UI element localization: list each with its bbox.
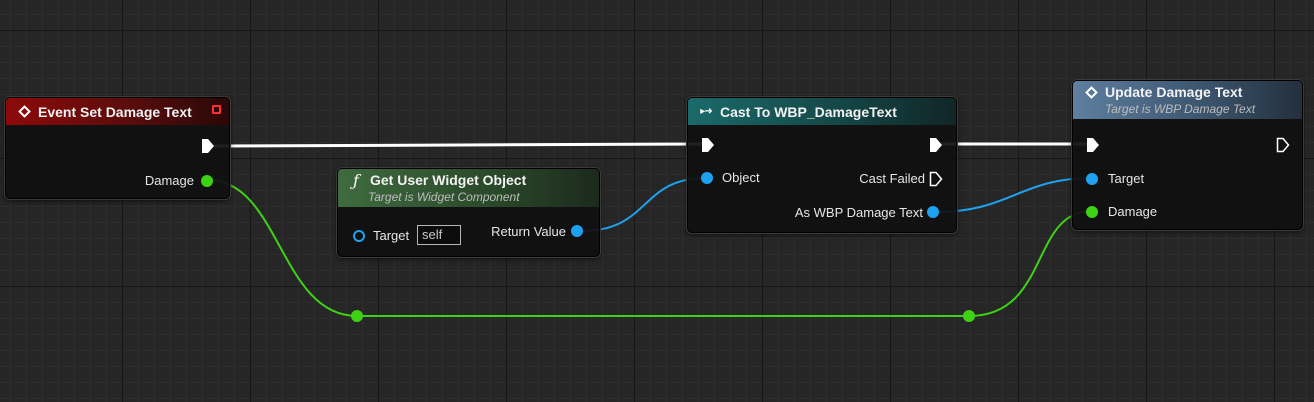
- cast-failed-exec-pin[interactable]: [929, 171, 943, 187]
- exec-out-pin[interactable]: [201, 138, 215, 154]
- reroute-node-left[interactable]: [351, 310, 363, 322]
- exec-in-pin[interactable]: [1086, 137, 1100, 153]
- update-damage-text-node[interactable]: Update Damage Text Target is WBP Damage …: [1072, 80, 1303, 230]
- object-wire-return-to-object[interactable]: [581, 177, 707, 232]
- exec-out-pin[interactable]: [929, 137, 943, 153]
- as-wbp-damage-text-label: As WBP Damage Text: [794, 205, 923, 220]
- target-self-field[interactable]: self: [417, 225, 461, 245]
- damage-input-pin[interactable]: [1086, 206, 1098, 218]
- reroute-node-right[interactable]: [963, 310, 975, 322]
- node-subtitle: Target is Widget Component: [368, 190, 520, 204]
- damage-output-pin[interactable]: [201, 175, 213, 187]
- function-f-icon: ƒ: [353, 170, 359, 190]
- node-subtitle: Target is WBP Damage Text: [1105, 102, 1256, 116]
- object-input-label: Object: [722, 170, 760, 185]
- function-diamond-icon: [1083, 84, 1099, 100]
- cast-arrows-icon: ▸➜: [700, 106, 712, 117]
- node-header: Event Set Damage Text: [6, 98, 229, 125]
- damage-input-label: Damage: [1108, 204, 1158, 219]
- object-input-pin[interactable]: [701, 172, 713, 184]
- node-header: ▸➜ Cast To WBP_DamageText: [688, 98, 956, 125]
- float-wire-damage-to-reroute[interactable]: [207, 179, 358, 317]
- object-wire-as-to-target[interactable]: [935, 177, 1093, 213]
- get-user-widget-object-node[interactable]: ƒ Get User Widget Object Target is Widge…: [337, 168, 600, 257]
- node-title: Get User Widget Object: [370, 172, 527, 188]
- node-header: ƒ Get User Widget Object Target is Widge…: [338, 169, 599, 207]
- cast-to-wbp-damagetext-node[interactable]: ▸➜ Cast To WBP_DamageText Object Cast Fa…: [687, 97, 957, 233]
- return-value-label: Return Value: [491, 224, 566, 239]
- node-title: Update Damage Text: [1105, 84, 1243, 100]
- delegate-square-icon[interactable]: [212, 105, 221, 114]
- exec-out-pin[interactable]: [1276, 137, 1290, 153]
- node-title: Event Set Damage Text: [38, 103, 192, 120]
- return-value-pin[interactable]: [571, 225, 583, 237]
- cast-failed-label: Cast Failed: [859, 171, 925, 186]
- target-input-pin[interactable]: [1086, 173, 1098, 185]
- target-input-pin[interactable]: [353, 230, 365, 242]
- node-title: Cast To WBP_DamageText: [720, 103, 897, 120]
- node-header: Update Damage Text Target is WBP Damage …: [1073, 81, 1302, 119]
- as-wbp-damage-text-pin[interactable]: [927, 206, 939, 218]
- event-diamond-icon: [16, 104, 32, 120]
- event-set-damage-text-node[interactable]: Event Set Damage Text Damage: [5, 97, 230, 199]
- target-input-label: Target: [373, 228, 410, 243]
- damage-output-label: Damage: [144, 173, 194, 188]
- exec-wire-event-to-cast[interactable]: [213, 142, 707, 148]
- exec-in-pin[interactable]: [701, 137, 715, 153]
- target-input-label: Target: [1108, 171, 1145, 186]
